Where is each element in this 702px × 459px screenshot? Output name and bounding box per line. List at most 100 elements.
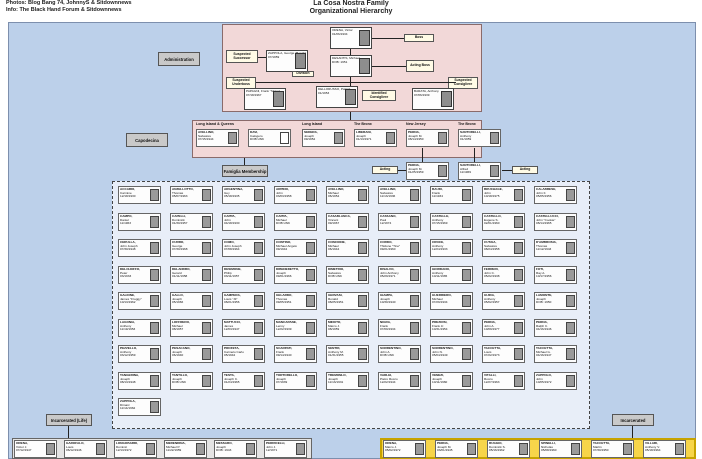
incarcerated-life-card: MERENDINA,Michael P.11/22/1959 bbox=[164, 440, 207, 458]
papagni-first: Frank "Sham" bbox=[261, 89, 281, 93]
acting-capo-1-dob: 01/25/1959 bbox=[408, 170, 424, 174]
person-photo bbox=[514, 322, 523, 334]
person-given-name: Anthony bbox=[120, 323, 132, 328]
person-given-name: Anthony bbox=[120, 349, 132, 354]
person-surname: LAGONIA, bbox=[120, 320, 136, 324]
person-given-name: Carmelo Carlo bbox=[224, 349, 244, 354]
person-photo bbox=[675, 443, 684, 455]
person-given-name: Joseph bbox=[172, 296, 182, 301]
person-photo bbox=[415, 443, 424, 455]
connector-line bbox=[398, 170, 406, 171]
person-photo bbox=[462, 189, 471, 201]
person-photo bbox=[254, 189, 263, 201]
person-surname: GUIDA, bbox=[484, 293, 495, 297]
person-dob: 08/24/1958 bbox=[484, 247, 500, 251]
person-given-name: Louis bbox=[484, 349, 492, 354]
person-given-name: John Joseph bbox=[120, 243, 138, 248]
person-given-name: Anthony M. bbox=[328, 349, 344, 354]
person-surname: DIBENEDETTO, bbox=[276, 267, 299, 271]
acting-capo-1-name: PERNA, bbox=[408, 163, 420, 167]
connector-line bbox=[68, 426, 69, 438]
person-given-name: John bbox=[536, 376, 543, 381]
person-photo bbox=[519, 443, 528, 455]
person-surname: VITALLI, bbox=[484, 373, 497, 377]
person-dob: DOB:UNK bbox=[172, 380, 187, 384]
person-photo bbox=[410, 322, 419, 334]
person-surname: AVELLINO, bbox=[380, 187, 397, 191]
person-surname: ACCARDI, bbox=[120, 187, 136, 191]
person-given-name: Joseph bbox=[120, 376, 130, 381]
person-given-name: Michael bbox=[328, 243, 339, 248]
person-surname: CONCIONE, bbox=[328, 240, 346, 244]
person-surname: PEZZELLO, bbox=[120, 346, 138, 350]
person-dob: 01/11/1958 bbox=[172, 274, 188, 278]
person-dob: 01/1959 bbox=[460, 137, 472, 141]
person-photo bbox=[566, 216, 575, 228]
person-surname: CAPPA, bbox=[224, 214, 236, 218]
person-given-name: Louis bbox=[66, 444, 74, 449]
person-dob: 08/1959 bbox=[328, 327, 340, 331]
soldier-card: FERRERI,John C.05/22/1938 bbox=[482, 266, 525, 284]
capo-area-1: Long Island bbox=[302, 122, 323, 126]
person-given-name: Marco J. bbox=[385, 444, 397, 449]
person-surname: PERNA, bbox=[536, 320, 548, 324]
person-given-name: Joseph bbox=[328, 376, 338, 381]
person-photo bbox=[358, 348, 367, 360]
person-photo bbox=[358, 375, 367, 387]
person-photo bbox=[514, 269, 523, 281]
person-photo bbox=[462, 348, 471, 360]
person-dob: 07/1939 bbox=[276, 380, 288, 384]
person-photo bbox=[410, 295, 419, 307]
person-surname: CROCE, bbox=[432, 240, 445, 244]
person-given-name: Frank bbox=[380, 323, 388, 328]
person-given-name: John J. bbox=[266, 444, 276, 449]
person-dob: 05/08/1960 bbox=[541, 448, 557, 452]
person-surname: MINOTO, bbox=[328, 320, 342, 324]
person-photo bbox=[410, 269, 419, 281]
soldier-card: FOTI,Ray A.10/17/1956 bbox=[534, 266, 577, 284]
section-incarcerated: Incarcerated bbox=[612, 414, 654, 426]
person-photo bbox=[150, 375, 159, 387]
boss-label: Boss bbox=[404, 34, 434, 42]
person-given-name: Peter bbox=[120, 270, 128, 275]
connector-line bbox=[372, 66, 406, 67]
capo-area-2: The Bronx bbox=[354, 122, 372, 126]
person-dob: 05/02/1972 bbox=[385, 448, 401, 452]
person-photo bbox=[566, 189, 575, 201]
person-given-name: Joseph bbox=[432, 376, 442, 381]
soldier-card: CORDO,Thidone "Tino"09/21/1960 bbox=[378, 239, 421, 257]
person-dob: 09/05/1951 bbox=[276, 300, 292, 304]
person-given-name: Anthony bbox=[460, 133, 472, 138]
person-photo bbox=[306, 375, 315, 387]
division-label: Division bbox=[292, 71, 314, 77]
person-given-name: Martin bbox=[593, 444, 602, 449]
person-surname: GAMPERA, bbox=[224, 293, 241, 297]
connector-line bbox=[372, 38, 404, 39]
person-given-name: Thomas bbox=[536, 243, 548, 248]
person-dob: 11/1963 bbox=[120, 221, 131, 225]
person-photo bbox=[438, 132, 447, 144]
soldier-card: TACCETTA,Michael G.04/16/1947 bbox=[534, 345, 577, 363]
person-given-name: Joseph bbox=[276, 376, 286, 381]
acting-capo-2-dob: 11/1969 bbox=[460, 170, 471, 174]
person-photo bbox=[571, 443, 580, 455]
acting-capo-card-2: SANTORELLI, Alfred 11/1969 bbox=[458, 162, 501, 180]
person-dob: 07/30/1948 bbox=[120, 247, 136, 251]
acting-capo-2-name: SANTORELLI, bbox=[460, 163, 481, 167]
person-given-name: Eugene S. bbox=[484, 217, 499, 222]
soldier-card: CASTELLUCCI,John "Cookie"08/14/1965 bbox=[534, 213, 577, 231]
person-surname: ORENA, bbox=[16, 441, 29, 445]
person-dob: 10/05/1972 bbox=[536, 380, 552, 384]
acting-capo-card-1: PERNA, Joseph M. 01/25/1959 bbox=[406, 162, 449, 180]
person-dob: 06/12/1946 bbox=[66, 448, 82, 452]
person-surname: PERNA, bbox=[484, 320, 496, 324]
incarcerated-card: PERNA,Joseph M.03/01/1945 bbox=[435, 440, 478, 458]
